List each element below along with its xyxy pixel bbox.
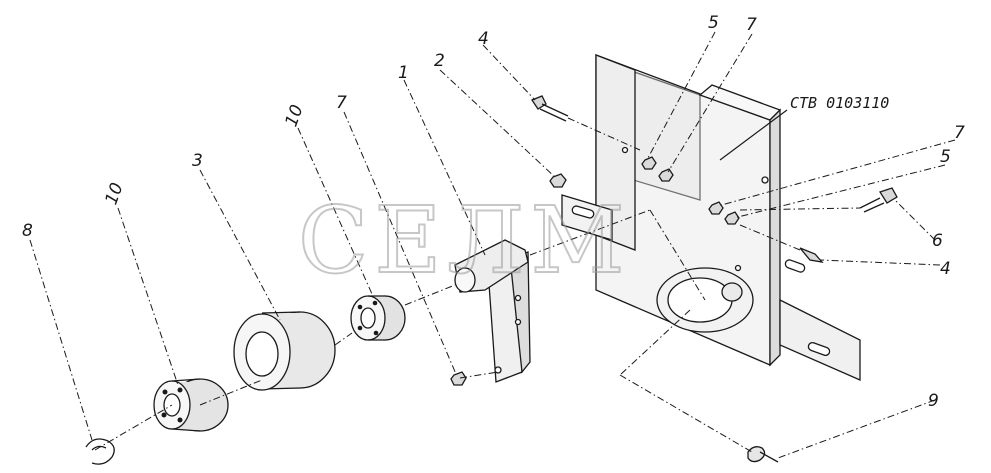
center-lines	[94, 117, 861, 453]
fastener-nuts-right	[708, 201, 740, 225]
callout-5-top: 5	[708, 13, 719, 33]
callout-9: 9	[928, 391, 939, 411]
callout-1: 1	[398, 63, 409, 83]
callout-4-right: 4	[940, 259, 951, 279]
fastener-nut-lower	[450, 371, 467, 386]
callout-7-left: 7	[336, 93, 347, 113]
watermark: СЕЛМ	[298, 187, 631, 294]
callout-7-top: 7	[746, 15, 757, 35]
fastener-bolt-4-top	[531, 95, 569, 122]
callout-7-right: 7	[954, 123, 965, 143]
drawing-code-label: СТВ 0103110	[790, 94, 889, 112]
fastener-nut-2	[549, 173, 567, 188]
retaining-ring	[85, 438, 115, 465]
bearing-left	[153, 378, 229, 432]
callout-4-top: 4	[478, 29, 489, 49]
callout-2: 2	[434, 51, 445, 71]
callout-10-left: 10	[101, 180, 127, 207]
sleeve-cylinder	[233, 311, 336, 391]
callout-8: 8	[22, 221, 33, 241]
callout-6: 6	[932, 231, 943, 251]
fastener-4-right	[799, 247, 824, 263]
leader-lines	[29, 31, 956, 459]
fastener-bolt-6	[859, 187, 898, 213]
callout-5-right: 5	[940, 147, 951, 167]
cable-lug-9	[747, 446, 779, 463]
lever-arm	[454, 239, 531, 383]
callout-3: 3	[192, 151, 203, 171]
fastener-nuts-upper	[641, 156, 674, 182]
callout-10-right: 10	[281, 102, 307, 129]
bearing-right	[350, 295, 406, 341]
